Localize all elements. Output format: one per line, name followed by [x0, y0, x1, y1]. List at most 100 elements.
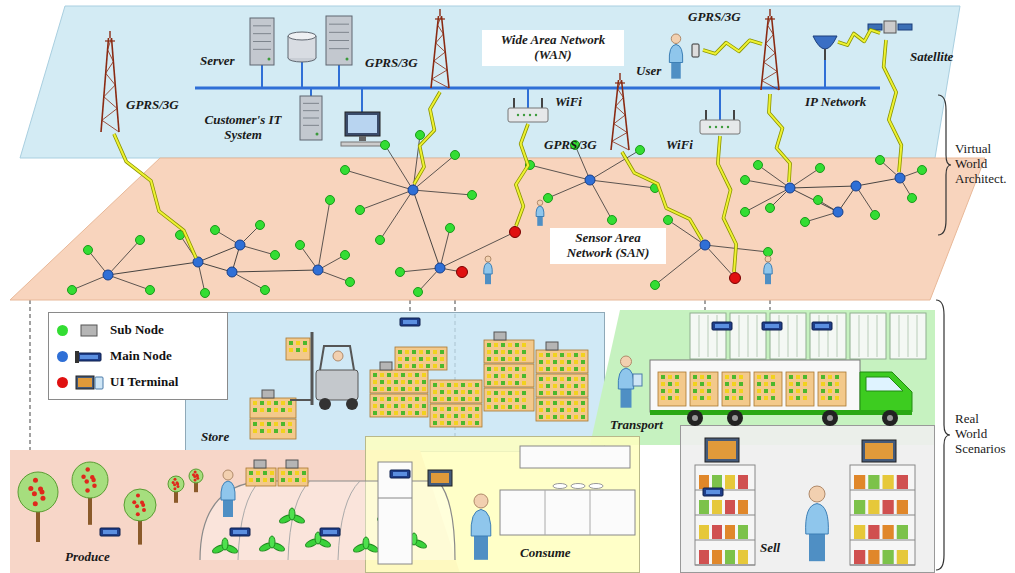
- crate-goods: [581, 360, 585, 364]
- crate-goods: [260, 401, 264, 405]
- server-slot: [253, 33, 271, 34]
- crate-goods: [267, 429, 271, 433]
- ip-network-line: [195, 87, 880, 90]
- crate-goods: [515, 398, 519, 402]
- component-label: GPRS/3G: [544, 138, 597, 153]
- wireless-link: [718, 136, 736, 272]
- sub-node-dot: [801, 218, 810, 227]
- crate-goods: [296, 348, 300, 352]
- san-link: [856, 186, 875, 215]
- crate-goods: [468, 421, 472, 425]
- crate-goods: [675, 396, 679, 400]
- crate-goods: [700, 382, 704, 386]
- legend-swatch: [57, 351, 68, 362]
- san-link: [548, 180, 590, 198]
- fridge-door: [378, 498, 412, 499]
- crate-goods: [412, 364, 416, 368]
- region-shape: [365, 436, 640, 573]
- san-link: [413, 190, 440, 268]
- crate-goods: [757, 375, 761, 379]
- sensor-link: [769, 300, 770, 310]
- bolt-outline: [622, 152, 702, 240]
- crate-goods: [546, 401, 550, 405]
- main-node-icon: [77, 353, 101, 361]
- monitor-screen: [348, 115, 377, 133]
- driver-head: [333, 351, 343, 361]
- store-shelf: [850, 465, 915, 565]
- leaf: [387, 506, 393, 518]
- san-link: [745, 188, 790, 212]
- crate-goods: [433, 383, 437, 387]
- crate-goods: [546, 408, 550, 412]
- container-rib: [819, 315, 820, 357]
- crate-goods: [508, 391, 512, 395]
- sub-node-dot: [814, 196, 823, 205]
- person-legs: [485, 273, 491, 284]
- tree-crown: [18, 472, 58, 512]
- sub-node-dot: [908, 194, 917, 203]
- tree-crown: [189, 469, 203, 483]
- crate-body: [430, 404, 482, 427]
- label-anchor: GPRS/3G: [365, 56, 418, 71]
- crate-goods: [546, 384, 550, 388]
- crate-goods: [426, 357, 430, 361]
- crate-goods: [487, 374, 491, 378]
- container-rib: [908, 315, 909, 357]
- person-legs: [621, 388, 632, 408]
- bolt-outline: [414, 92, 440, 184]
- san-link: [590, 180, 655, 188]
- crate-goods: [295, 471, 299, 475]
- tree-fruit: [173, 487, 176, 490]
- device-body: [812, 322, 832, 330]
- goods-crate: [536, 398, 588, 421]
- crate-goods: [560, 401, 564, 405]
- forklift-wheel: [319, 398, 331, 410]
- goods-crate: [278, 468, 308, 486]
- crate-goods: [515, 381, 519, 385]
- crate-goods: [288, 408, 292, 412]
- crate-goods: [789, 382, 793, 386]
- crate-goods: [373, 411, 377, 415]
- crate-goods: [447, 390, 451, 394]
- server-slot: [303, 118, 319, 119]
- san-link: [705, 245, 768, 252]
- crate-goods: [560, 384, 564, 388]
- display-screen: [705, 438, 739, 462]
- san-link: [360, 190, 413, 210]
- crate-goods: [447, 397, 451, 401]
- crate-goods: [440, 364, 444, 368]
- label-anchor: WiFi: [555, 95, 582, 110]
- crate-goods: [700, 396, 704, 400]
- server-slot: [329, 32, 349, 33]
- device-panel: [233, 530, 247, 534]
- leaf: [363, 537, 369, 549]
- consume-area: Consume: [365, 436, 640, 573]
- monitor-frame: [345, 112, 380, 136]
- crop-plant: [376, 506, 403, 523]
- person-body: [536, 206, 544, 216]
- wheel-hub: [827, 415, 833, 421]
- main-node-dot: [313, 265, 323, 275]
- bolt-outline: [703, 40, 762, 54]
- crate-body: [278, 468, 308, 486]
- crate-goods: [387, 397, 391, 401]
- crate-goods: [373, 387, 377, 391]
- container-rib: [739, 315, 740, 357]
- crate-goods: [440, 390, 444, 394]
- tower-leg: [101, 38, 109, 132]
- shelf-board: [695, 540, 755, 541]
- crate-goods: [707, 375, 711, 379]
- sub-node-dot: [346, 278, 355, 287]
- router-led: [715, 126, 717, 128]
- goods-crate: [246, 468, 276, 486]
- sub-node-dot: [764, 248, 773, 257]
- crate-goods: [508, 381, 512, 385]
- sub-node-dot: [381, 141, 390, 150]
- leaf: [411, 533, 417, 545]
- crate-goods: [581, 353, 585, 357]
- label-anchor: GPRS/3G: [688, 10, 741, 25]
- region-shape: [10, 158, 985, 300]
- bolt-core: [414, 92, 440, 184]
- product-item: [699, 525, 709, 539]
- san-link: [413, 190, 472, 195]
